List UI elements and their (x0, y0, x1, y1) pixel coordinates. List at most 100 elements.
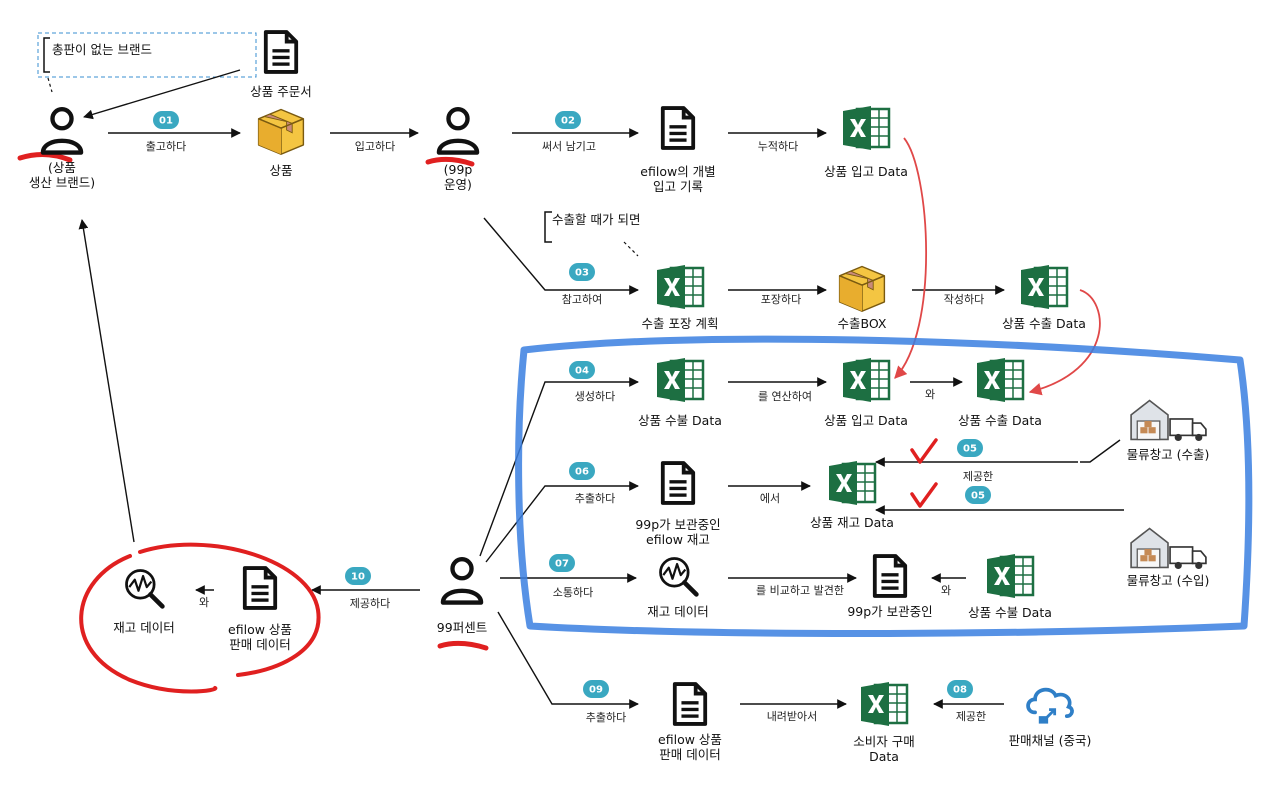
node-label: efilow 상품 (658, 732, 722, 747)
step-badge (947, 680, 973, 698)
node-label: 99퍼센트 (437, 620, 487, 635)
step-badge-number: 10 (351, 572, 365, 583)
edge-label: 입고하다 (355, 139, 395, 153)
node-label: 수출 포장 계획 (642, 316, 719, 331)
analytics-icon (127, 571, 163, 607)
document-icon (672, 682, 708, 726)
node-warehouse-export: 물류창고 (수출) (1127, 399, 1210, 462)
person-icon (43, 109, 81, 152)
edges (78, 69, 1124, 709)
step-badge (569, 263, 595, 281)
node-label: 수출BOX (838, 316, 887, 331)
node-product-stock: 상품 재고 Data (810, 460, 894, 530)
node-label: 판매 데이터 (659, 747, 720, 762)
edge-label: 생성하다 (575, 389, 615, 403)
node-label: 상품 수불 Data (968, 605, 1052, 620)
node-product-out-mid: 상품 수출 Data (958, 357, 1042, 428)
node-label: 상품 입고 Data (824, 164, 908, 179)
step-badge (957, 439, 983, 457)
edge-label: 제공한 (963, 470, 993, 483)
step-badge (965, 486, 991, 504)
node-label: 재고 데이터 (647, 604, 708, 619)
edge-label: 소통하다 (553, 585, 593, 599)
excel-icon (827, 460, 877, 506)
node-label: (99p (444, 162, 473, 177)
node-label: 입고 기록 (653, 179, 703, 194)
node-label: 물류창고 (수출) (1127, 447, 1210, 462)
edge-label: 추출하다 (575, 491, 615, 505)
step-badge-number: 06 (575, 467, 589, 478)
node-product-in-mid: 상품 입고 Data (824, 357, 908, 428)
step-badge (345, 567, 371, 585)
node-stock-analysis-mid: 재고 데이터 (647, 559, 709, 619)
node-export-box: 수출BOX (838, 265, 887, 331)
node-label: 물류창고 (수입) (1127, 573, 1210, 588)
node-label: 판매 데이터 (229, 637, 290, 652)
document-icon (242, 566, 278, 610)
edge-label: 와 (199, 596, 209, 609)
edge-label: 써서 남기고 (542, 140, 596, 153)
analytics-icon (661, 559, 697, 595)
node-label: 상품 입고 Data (824, 413, 908, 428)
edge-label: 추출하다 (586, 710, 626, 724)
node-label: 소비자 구매 (853, 734, 914, 749)
edge-label: 제공하다 (350, 596, 390, 610)
step-badge-number: 07 (555, 559, 569, 570)
edge-label: 제공한 (956, 710, 986, 723)
person-icon (443, 559, 481, 602)
node-product-flow-1: 상품 수불 Data (638, 357, 722, 428)
node-label: 생산 브랜드) (29, 175, 95, 190)
node-label: 99p가 보관중인 (635, 517, 720, 532)
edge-label: 와 (925, 388, 935, 401)
node-product-in-top: 상품 입고 Data (824, 105, 908, 179)
box-icon (257, 108, 305, 155)
node-label: efilow의 개별 (640, 164, 715, 179)
highlight-region (515, 335, 1253, 637)
edge-label: 출고하다 (146, 139, 186, 153)
excel-icon (841, 105, 891, 151)
edge-label: 누적하다 (758, 139, 798, 153)
node-label: 상품 수출 Data (1002, 316, 1086, 331)
document-icon (872, 554, 908, 598)
step-badge (549, 554, 575, 572)
node-label: 판매채널 (중국) (1009, 733, 1092, 748)
edge-label: 작성하다 (944, 292, 984, 306)
step-badge-number: 05 (971, 491, 985, 502)
step-badge-number: 08 (953, 685, 967, 696)
note-text: 총판이 없는 브랜드 (52, 42, 152, 57)
step-badge-number: 05 (963, 444, 977, 455)
excel-icon (655, 357, 705, 403)
node-product: 상품 (257, 108, 305, 178)
step-badge (153, 111, 179, 129)
node-label: efilow 재고 (646, 532, 710, 547)
note-when-export: 수출할 때가 되면 (544, 211, 640, 257)
node-export-pack-plan: 수출 포장 계획 (642, 264, 719, 331)
node-label: efilow 상품 (228, 622, 292, 637)
node-sales-channel: 판매채널 (중국) (1009, 687, 1092, 748)
excel-icon (985, 553, 1035, 599)
excel-icon (859, 681, 909, 727)
document-icon (263, 30, 299, 74)
step-badge-number: 09 (589, 685, 603, 696)
edge-label: 에서 (760, 492, 780, 505)
edge-label: 포장하다 (761, 292, 801, 306)
node-label: 재고 데이터 (113, 620, 174, 635)
box-icon (838, 265, 886, 312)
node-label: 상품 수출 Data (958, 413, 1042, 428)
cloud-icon (1026, 687, 1074, 726)
node-label: 상품 (269, 163, 292, 178)
node-warehouse-import: 물류창고 (수입) (1127, 527, 1210, 588)
document-icon (660, 461, 696, 505)
note-text: 수출할 때가 되면 (552, 212, 640, 227)
edge-label: 와 (941, 584, 951, 597)
node-label: 99p가 보관중인 (847, 604, 932, 619)
excel-icon (975, 357, 1025, 403)
node-label: 상품 주문서 (250, 84, 311, 99)
warehouse-icon (1130, 399, 1207, 442)
edge-label: 를 비교하고 발견한 (756, 583, 844, 597)
